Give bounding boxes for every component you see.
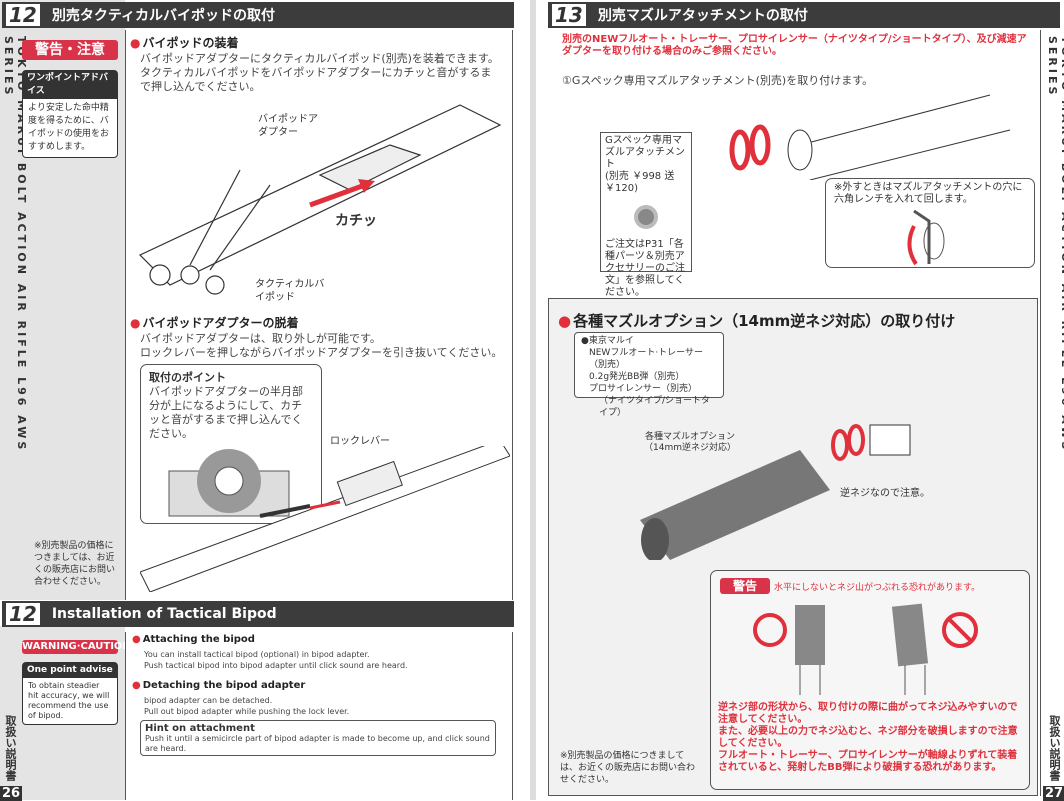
muzzle-option-title: 各種マズルオプション（14mm逆ネジ対応）の取り付け [558, 310, 955, 331]
hint-body-en: Push it until a semicircle part of bipod… [145, 734, 490, 753]
section-13-header: 13 別売マズルアタッチメントの取付 [548, 2, 1060, 28]
s2-body-en: bipod adapter can be detached. Pull out b… [144, 695, 349, 717]
warning-line: 逆ネジ部の形状から、取り付けの際に曲がってネジ込みやすいので注意してください。 [718, 702, 1018, 725]
caution-text: 別売のNEWフルオート・トレーサー、プロサイレンサー（ナイツタイプ/ショートタイ… [562, 34, 1027, 57]
label-reverse-thread: 逆ネジなので注意。 [840, 488, 930, 499]
option-item: ●東京マルイ [581, 336, 634, 346]
divider [125, 30, 126, 600]
left-price-note: ※別売製品の価格につきましては、お近くの販売店にお問い合わせください。 [34, 541, 116, 587]
s2-title: バイポッドアダプターの脱着 [130, 314, 298, 331]
s1-line-en: You can install tactical bipod (optional… [144, 650, 370, 659]
section-title: 別売タクティカルバイポッドの取付 [51, 8, 276, 24]
step1-text: ①Gスペック専用マズルアタッチメント(別売)を取り付けます。 [562, 74, 874, 87]
section-title-en: Installation of Tactical Bipod [51, 606, 277, 622]
part-info-box: Gスペック専用マズルアタッチメント(別売 ￥998 送￥120) ご注文はP31「… [600, 132, 692, 298]
part-price: (別売 ￥998 送￥120) [605, 171, 675, 194]
divider [1040, 30, 1041, 796]
s2-line: バイポッドアダプターは、取り外しが可能です。 [140, 332, 381, 345]
removal-note: ※外すときはマズルアタッチメントの穴に六角レンチを入れて回します。 [834, 182, 1023, 205]
barrel-illustration [729, 94, 1011, 180]
warning-line: また、必要以上の力でネジ込むと、ネジ部分を破損しますので注意してください。 [718, 726, 1018, 749]
s2-line-en: bipod adapter can be detached. [144, 696, 273, 705]
advice-body: より安定した命中精度を得るために、バイポッドの使用をおすすめします。 [28, 103, 110, 152]
advice-box: ワンポイントアドバイスより安定した命中精度を得るために、バイポッドの使用をおすす… [22, 70, 118, 158]
warning-line: フルオート・トレーサー、プロサイレンサーが軸線よりずれて装着されていると、発射し… [718, 750, 1018, 773]
section-number: 12 [6, 4, 40, 26]
warning-body: 逆ネジ部の形状から、取り付けの際に曲がってネジ込みやすいので注意してください。ま… [718, 702, 1018, 774]
s2-line: ロックレバーを押しながらバイポッドアダプターを引き抜いてください。 [140, 346, 503, 359]
manual-label: 取扱い説明書 [4, 715, 17, 781]
s2-line-en: Pull out bipod adapter while pushing the… [144, 707, 350, 716]
advice-body-en: To obtain steadier hit accuracy, we will… [28, 681, 110, 720]
bipod-illustration [138, 104, 502, 295]
s2-title-en: Detaching the bipod adapter [132, 680, 306, 691]
removal-note-box: ※外すときはマズルアタッチメントの穴に六角レンチを入れて回します。 [825, 178, 1035, 268]
label-lock-lever: ロックレバー [330, 436, 390, 447]
hint-title: 取付のポイント [149, 371, 226, 384]
s1-body-en: You can install tactical bipod (optional… [144, 649, 408, 671]
muzzle-attachment-image [605, 195, 687, 239]
label-bipod-adapter: バイポッドアダプター [258, 114, 318, 138]
hint-body: バイポッドアダプターの半月部分が上になるようにして、カチッと音がするまで押し込ん… [149, 385, 303, 440]
silencer-illustration [640, 424, 911, 560]
hint-box: 取付のポイントバイポッドアダプターの半月部分が上になるようにして、カチッと音がす… [140, 364, 322, 524]
page-number: 26 [0, 786, 23, 801]
warning-headline: 水平にしないとネジ山がつぶれる恐れがあります。 [774, 583, 981, 593]
advice-title: ワンポイントアドバイス [23, 71, 117, 99]
s1-body: バイポッドアダプターにタクティカルバイポッド(別売)を装着できます。タクティカル… [140, 52, 500, 94]
section-12-header: 12 別売タクティカルバイポッドの取付 [2, 2, 514, 28]
options-list-box: ●東京マルイ NEWフルオート·トレーサー（別売） 0.2g発光BB弾（別売） プロサ… [574, 332, 724, 418]
s1-line: バイポッドアダプターにタクティカルバイポッド(別売)を装着できます。 [140, 52, 499, 65]
section-number-13: 13 [552, 4, 586, 26]
hint-title-en: Hint on attachment [145, 723, 255, 734]
hex-wrench-illustration [907, 209, 945, 266]
label-tactical-bipod: タクティカルバイポッド [255, 279, 325, 303]
s1-title: バイポッドの装着 [130, 34, 238, 51]
manual-label-right: 取扱い説明書 [1048, 715, 1061, 781]
warning-badge-right: 警告 [720, 578, 770, 594]
section-number-en: 12 [6, 603, 40, 625]
advice-box-en: One point advise To obtain steadier hit a… [22, 662, 118, 725]
section-12-header-en: 12 Installation of Tactical Bipod [2, 601, 514, 627]
divider [512, 30, 513, 600]
page-number-right: 27 [1043, 786, 1064, 801]
s1-line-en: Push tactical bipod into bipod adapter u… [144, 661, 408, 670]
adapter-removal-illustration [140, 446, 510, 592]
option-item: プロサイレンサー（別売） [589, 384, 698, 394]
warning-box [710, 570, 1030, 790]
option-item: 0.2g発光BB弾（別売） [589, 372, 685, 382]
part-name: Gスペック専用マズルアタッチメント [605, 135, 685, 170]
alignment-diagram [753, 603, 978, 695]
warning-badge-en: WARNING·CAUTION [22, 640, 131, 654]
s1-title-en: Attaching the bipod [132, 634, 255, 645]
page-gutter [530, 0, 536, 800]
right-price-note: ※別売製品の価格につきましては、お近くの販売店にお問い合わせください。 [560, 751, 696, 785]
option-item: NEWフルオート·トレーサー（別売） [589, 348, 703, 370]
label-muzzle-options: 各種マズルオプション（14mm逆ネジ対応） [644, 432, 736, 453]
s1-line: タクティカルバイポッドをバイポッドアダプターにカチッと音がするまで押し込んでくだ… [140, 66, 492, 93]
section-title-13: 別売マズルアタッチメントの取付 [597, 8, 808, 24]
adapter-diagram [168, 449, 290, 517]
s2-body: バイポッドアダプターは、取り外しが可能です。ロックレバーを押しながらバイポッドア… [140, 332, 510, 360]
series-side-text-right: TOKYO MARUI BOLT ACTION AIR RIFLE L96 AW… [1046, 36, 1064, 453]
option-item: （ナイツタイプ/ショートタイプ） [599, 396, 711, 418]
warning-badge: 警告・注意 [22, 40, 118, 60]
label-click: カチッ [335, 213, 377, 229]
advice-title-en: One point advise [23, 663, 117, 678]
order-note: ご注文はP31「各種パーツ＆別売アクセサリーのご注文」を参照してください。 [605, 239, 685, 298]
divider [512, 632, 513, 800]
divider [125, 632, 126, 800]
